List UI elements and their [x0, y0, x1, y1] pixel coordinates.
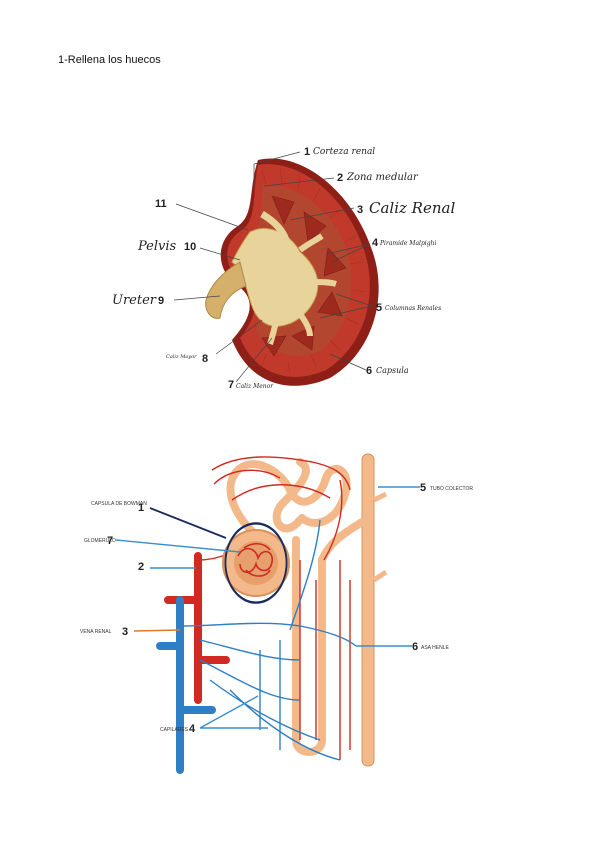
- pyramid: [271, 195, 295, 225]
- nephron-label-text: VENA RENAL: [80, 629, 112, 635]
- nephron-label-text: TUBO COLECTOR: [430, 486, 473, 492]
- kidney-label-text: Caliz Renal: [369, 199, 455, 217]
- pyramid: [317, 291, 343, 317]
- kidney-label-num: 6: [366, 365, 372, 377]
- nephron-label-num: 7: [107, 535, 113, 547]
- kidney-label-text: Caliz Mayor: [166, 354, 197, 360]
- kidney-label-text: Columnas Renales: [385, 305, 441, 312]
- kidney-label-num: 4: [372, 237, 379, 249]
- loop-connector: [318, 518, 366, 564]
- kidney-label-num: 5: [376, 302, 382, 314]
- nephron-illustration: [156, 453, 388, 774]
- nephron-label-num: 4: [189, 723, 196, 735]
- nephron-label-num: 2: [138, 561, 144, 573]
- loop-of-henle: [292, 536, 326, 756]
- kidney-label-num: 10: [184, 241, 196, 253]
- nephron-label-num: 5: [420, 482, 426, 494]
- proximal-tubule: [226, 460, 351, 544]
- kidney-leader-lines: [173, 151, 373, 383]
- nephron-label-num: 1: [138, 502, 144, 514]
- kidney-label-num: 1: [304, 146, 310, 158]
- ureter: [205, 261, 247, 319]
- kidney-label-text: Pelvis: [137, 239, 177, 254]
- calyx-branch: [297, 312, 313, 337]
- kidney-label-num: 7: [228, 379, 234, 391]
- calyx-branch: [313, 279, 337, 287]
- kidney-labels: 1 Corteza renal 2 Zona medular 3 Caliz R…: [112, 146, 455, 391]
- kidney-label-text: Corteza renal: [313, 147, 375, 157]
- glomerulus-capillaries: [237, 542, 273, 577]
- kidney-label-text: Capsula: [376, 366, 409, 375]
- kidney-label-num: 8: [202, 353, 208, 365]
- kidney-label-text: Caliz Menor: [236, 383, 274, 390]
- kidney-label-num: 9: [158, 295, 164, 307]
- nephron-label-text: CAPSULA DE BOWMAN: [91, 501, 147, 507]
- nephron-label-text: ASA HENLE: [421, 645, 449, 651]
- nephron-pointers: [115, 486, 420, 729]
- kidney-label-num: 3: [357, 204, 363, 216]
- nephron-labels: 1 CAPSULA DE BOWMAN 2 3 VENA RENAL 4 CAP…: [80, 482, 473, 735]
- nephron-label-text: GLOMERULO: [84, 538, 116, 544]
- duct-branch: [372, 491, 388, 503]
- pyramid: [323, 247, 347, 277]
- kidney-label-text: Ureter: [112, 293, 157, 308]
- nephron-label-num: 3: [122, 626, 128, 638]
- page-title: 1-Rellena los huecos: [58, 54, 161, 66]
- nephron-label-text: CAPILARES: [160, 727, 189, 733]
- kidney-label-num: 2: [337, 172, 343, 184]
- pyramid: [303, 211, 327, 243]
- kidney-label-num: 11: [155, 198, 167, 210]
- kidney-label-text: Piramide Malpighi: [379, 240, 436, 247]
- highlight-ellipse: [224, 522, 288, 604]
- calyx-branch: [260, 210, 290, 242]
- kidney-illustration: [205, 158, 379, 386]
- distal-tubule: [272, 458, 310, 533]
- kidney-label-text: Zona medular: [346, 172, 419, 183]
- calyx-branch: [298, 233, 324, 253]
- nephron-label-num: 6: [412, 641, 418, 653]
- renal-pelvis: [231, 228, 319, 327]
- collecting-duct: [361, 453, 375, 767]
- calyx-branch: [267, 321, 279, 345]
- renal-vein: [156, 596, 216, 774]
- duct-branch: [372, 569, 388, 583]
